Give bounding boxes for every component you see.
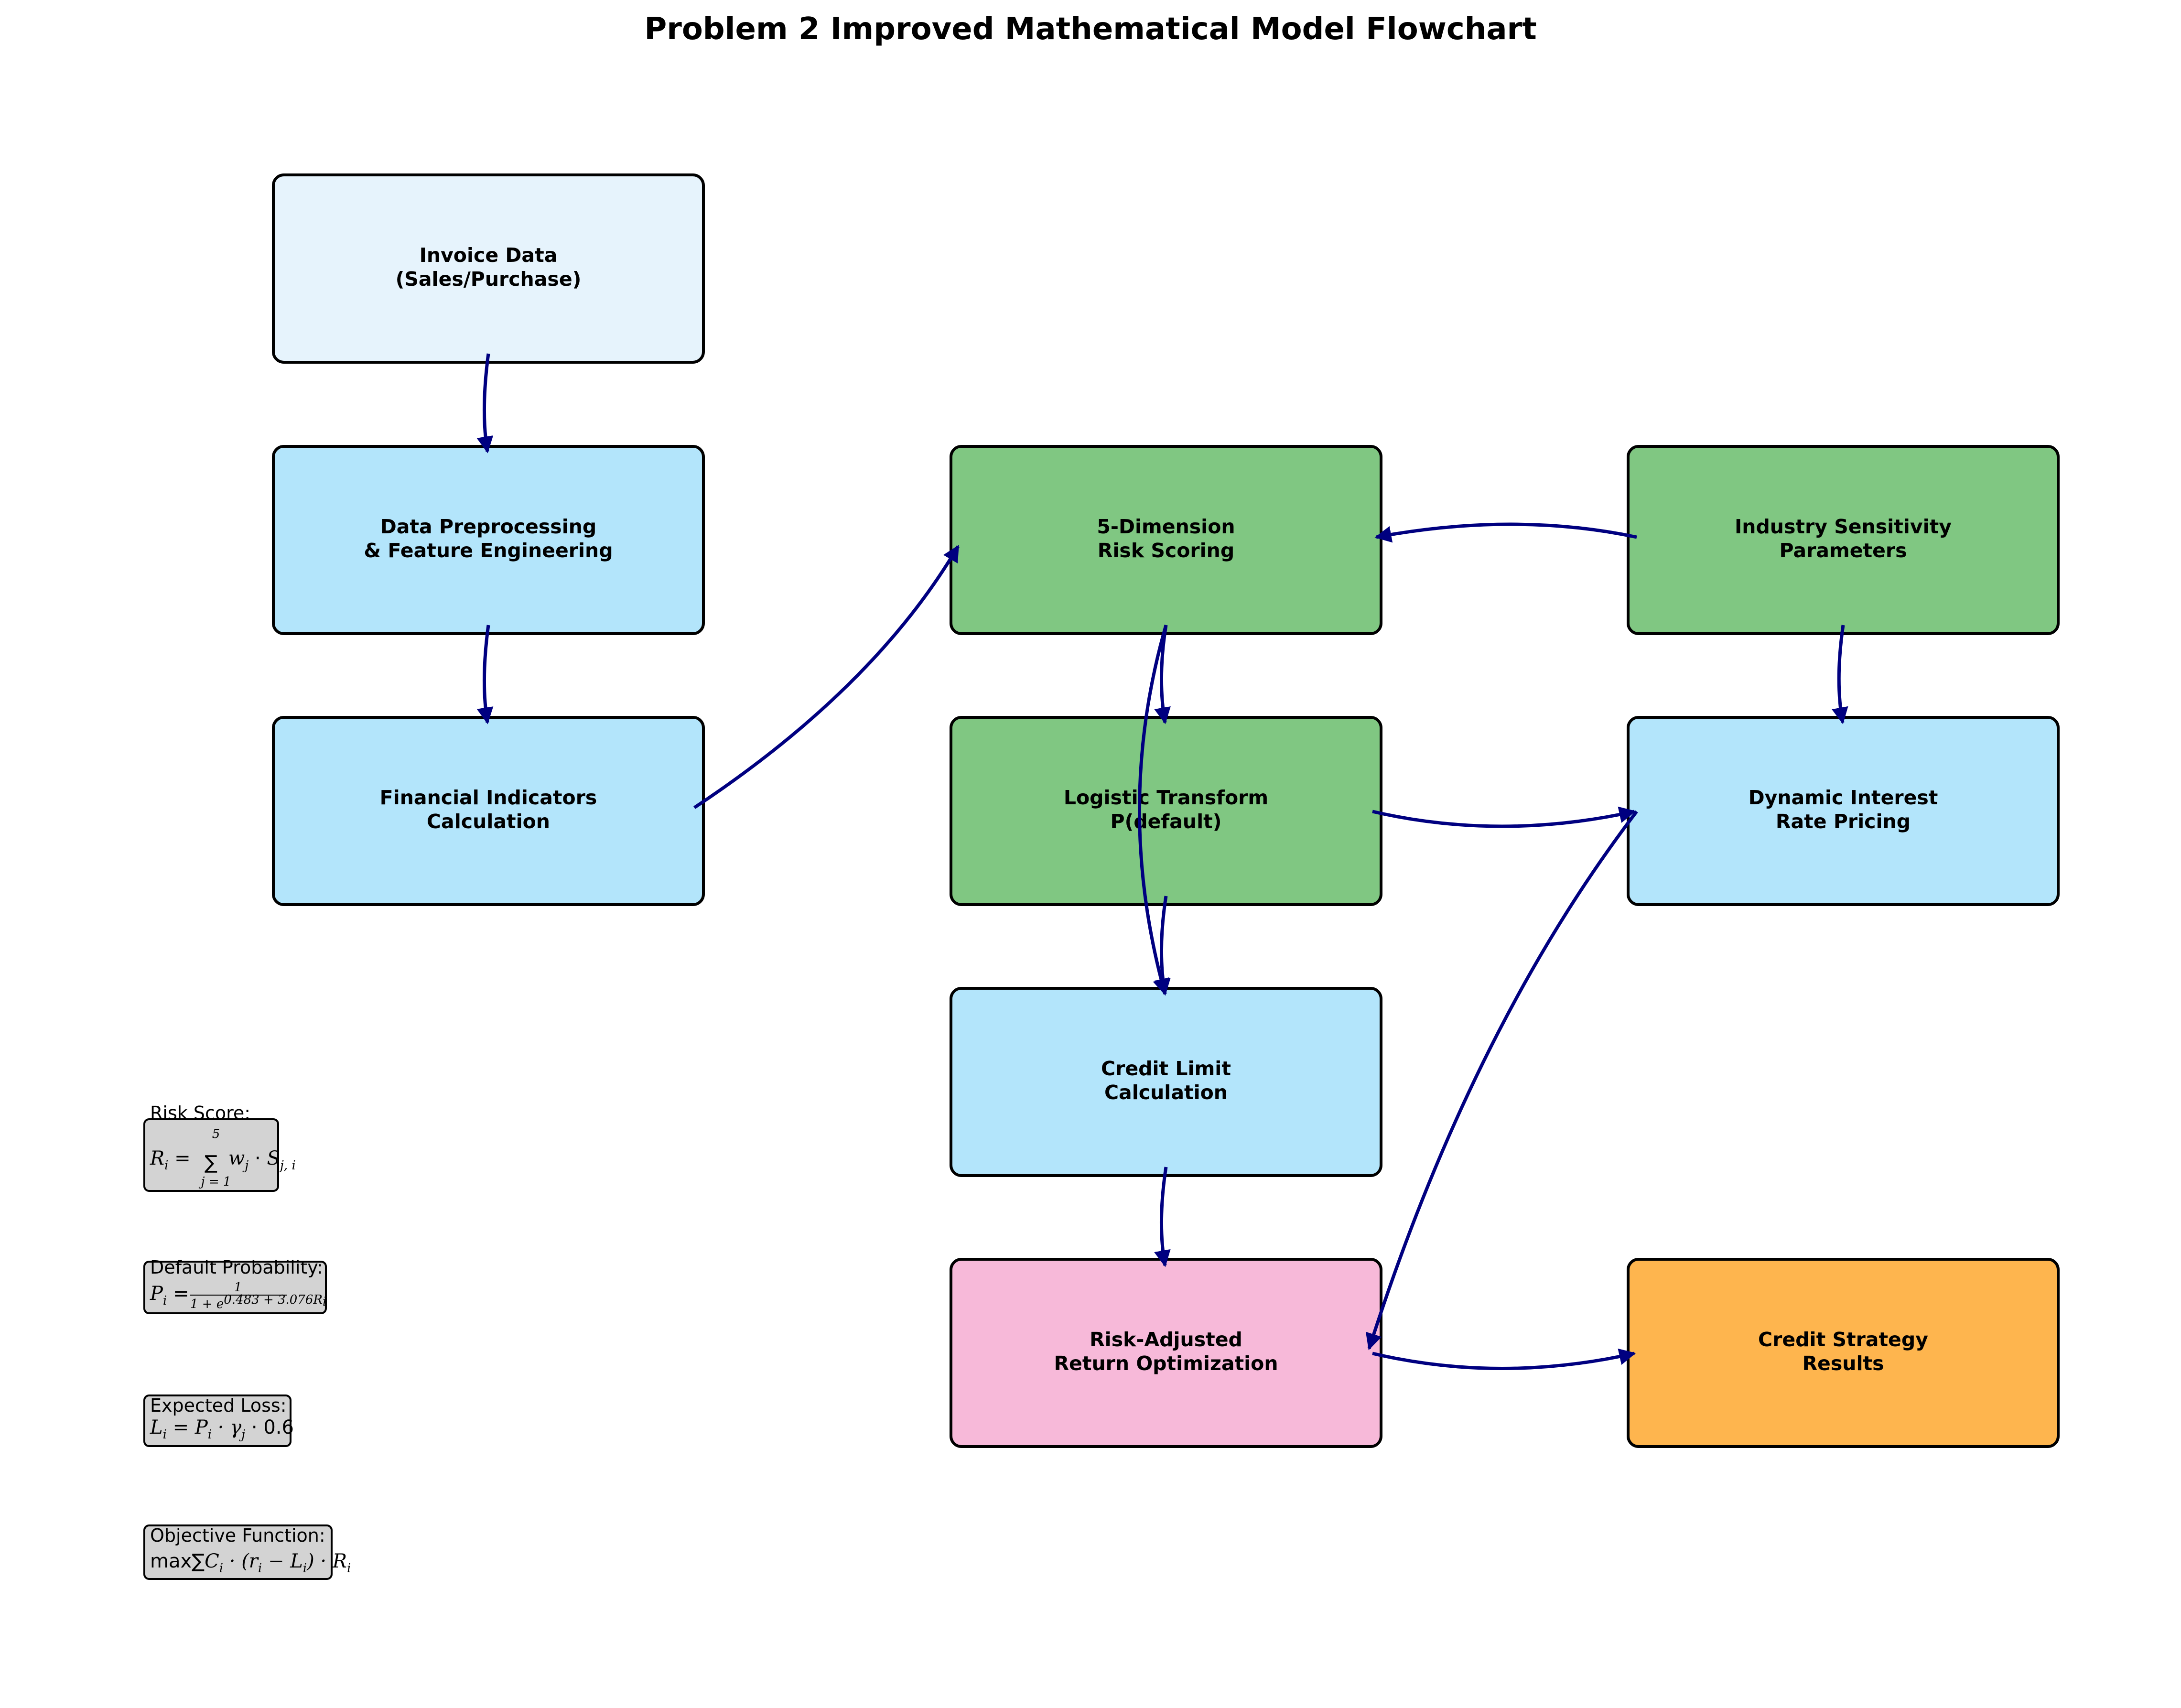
node-financial-indicators-line1: Financial Indicators bbox=[380, 786, 597, 809]
node-industry-sensitivity: Industry Sensitivity Parameters bbox=[1627, 445, 2060, 635]
node-invoice-data-line1: Invoice Data bbox=[420, 244, 558, 267]
equation-objective-function-formula: max∑Ci · (ri − Li) · Ri bbox=[150, 1550, 351, 1576]
arrow-logistic-to-dynamic-interest bbox=[1372, 806, 1636, 828]
equation-risk-score-sum-top: 5 bbox=[212, 1127, 220, 1141]
node-logistic-transform: Logistic Transform P(default) bbox=[950, 716, 1382, 906]
equation-objective-function-box bbox=[143, 1524, 333, 1580]
equation-default-probability-box bbox=[143, 1261, 327, 1314]
node-risk-adjusted-return: Risk-Adjusted Return Optimization bbox=[950, 1258, 1382, 1448]
node-dynamic-interest: Dynamic Interest Rate Pricing bbox=[1627, 716, 2060, 906]
arrow-risk-scoring-to-logistic bbox=[1154, 625, 1171, 724]
equation-risk-score-box bbox=[143, 1118, 279, 1192]
equation-risk-score-sum-bottom: j = 1 bbox=[199, 1175, 231, 1189]
equation-risk-score-rhs: wj · Sj, i bbox=[228, 1147, 296, 1173]
node-risk-adjusted-return-line1: Risk-Adjusted bbox=[1090, 1328, 1242, 1351]
node-industry-sensitivity-line1: Industry Sensitivity bbox=[1735, 515, 1952, 538]
arrow-risk-adjusted-to-credit-strategy bbox=[1372, 1348, 1636, 1370]
node-dynamic-interest-line2: Rate Pricing bbox=[1776, 810, 1911, 833]
arrow-preprocessing-to-financial bbox=[476, 625, 494, 724]
node-risk-scoring: 5-Dimension Risk Scoring bbox=[950, 445, 1382, 635]
node-risk-scoring-line2: Risk Scoring bbox=[1098, 539, 1234, 562]
node-industry-sensitivity-line2: Parameters bbox=[1779, 539, 1907, 562]
node-dynamic-interest-line1: Dynamic Interest bbox=[1749, 786, 1938, 809]
equation-expected-loss-label: Expected Loss: bbox=[150, 1395, 287, 1416]
equation-expected-loss: Expected Loss: Li = Pi · γj · 0.6 bbox=[143, 1395, 294, 1447]
arrow-invoice-to-preprocessing bbox=[476, 353, 494, 454]
node-credit-limit-line2: Calculation bbox=[1104, 1081, 1228, 1104]
equation-risk-score-formula: Ri = bbox=[150, 1147, 191, 1173]
arrow-risk-scoring-to-credit-limit bbox=[1138, 625, 1169, 996]
equation-default-probability-lhs: Pi = bbox=[150, 1283, 189, 1308]
node-data-preprocessing-line2: & Feature Engineering bbox=[364, 539, 613, 562]
node-risk-adjusted-return-line2: Return Optimization bbox=[1054, 1352, 1278, 1375]
node-credit-limit-line1: Credit Limit bbox=[1101, 1057, 1231, 1080]
arrow-industry-to-risk-scoring bbox=[1374, 522, 1637, 543]
arrow-logistic-to-credit-limit bbox=[1154, 896, 1171, 996]
node-financial-indicators: Financial Indicators Calculation bbox=[272, 716, 705, 906]
node-credit-strategy: Credit Strategy Results bbox=[1627, 1258, 2060, 1448]
equation-default-probability-label: Default Probability: bbox=[150, 1257, 323, 1278]
equation-risk-score-sum: ∑ bbox=[205, 1152, 217, 1174]
node-data-preprocessing: Data Preprocessing & Feature Engineering bbox=[272, 445, 705, 635]
node-logistic-transform-line2: P(default) bbox=[1110, 810, 1221, 833]
arrow-financial-to-risk-scoring bbox=[693, 544, 960, 809]
node-data-preprocessing-line1: Data Preprocessing bbox=[380, 515, 597, 538]
node-risk-scoring-line1: 5-Dimension bbox=[1097, 515, 1235, 538]
node-logistic-transform-line1: Logistic Transform bbox=[1064, 786, 1268, 809]
equation-objective-function-label: Objective Function: bbox=[150, 1525, 325, 1546]
node-credit-strategy-line2: Results bbox=[1802, 1352, 1884, 1375]
equation-default-probability: Default Probability: Pi = 1 1 + e0.483 +… bbox=[143, 1257, 327, 1314]
node-invoice-data-line2: (Sales/Purchase) bbox=[396, 268, 582, 291]
equation-expected-loss-formula: Li = Pi · γj · 0.6 bbox=[150, 1416, 294, 1442]
equation-expected-loss-box bbox=[143, 1395, 292, 1447]
node-credit-strategy-line1: Credit Strategy bbox=[1758, 1328, 1928, 1351]
node-financial-indicators-line2: Calculation bbox=[427, 810, 550, 833]
equation-objective-function: Objective Function: max∑Ci · (ri − Li) ·… bbox=[143, 1524, 351, 1580]
equation-risk-score-label: Risk Score: bbox=[150, 1103, 250, 1124]
node-invoice-data: Invoice Data (Sales/Purchase) bbox=[272, 173, 705, 364]
node-credit-limit: Credit Limit Calculation bbox=[950, 987, 1382, 1177]
equation-default-probability-numerator: 1 bbox=[234, 1280, 242, 1295]
arrow-dynamic-interest-to-risk-adjusted bbox=[1365, 810, 1638, 1351]
page-title: Problem 2 Improved Mathematical Model Fl… bbox=[644, 11, 1536, 47]
equation-default-probability-denominator: 1 + e0.483 + 3.076Ri bbox=[190, 1293, 326, 1311]
equation-risk-score: Risk Score: Ri = ∑ 5 j = 1 wj · Sj, i bbox=[143, 1103, 296, 1192]
arrow-industry-to-dynamic-interest bbox=[1832, 625, 1848, 724]
arrow-credit-limit-to-risk-adjusted bbox=[1154, 1167, 1171, 1267]
